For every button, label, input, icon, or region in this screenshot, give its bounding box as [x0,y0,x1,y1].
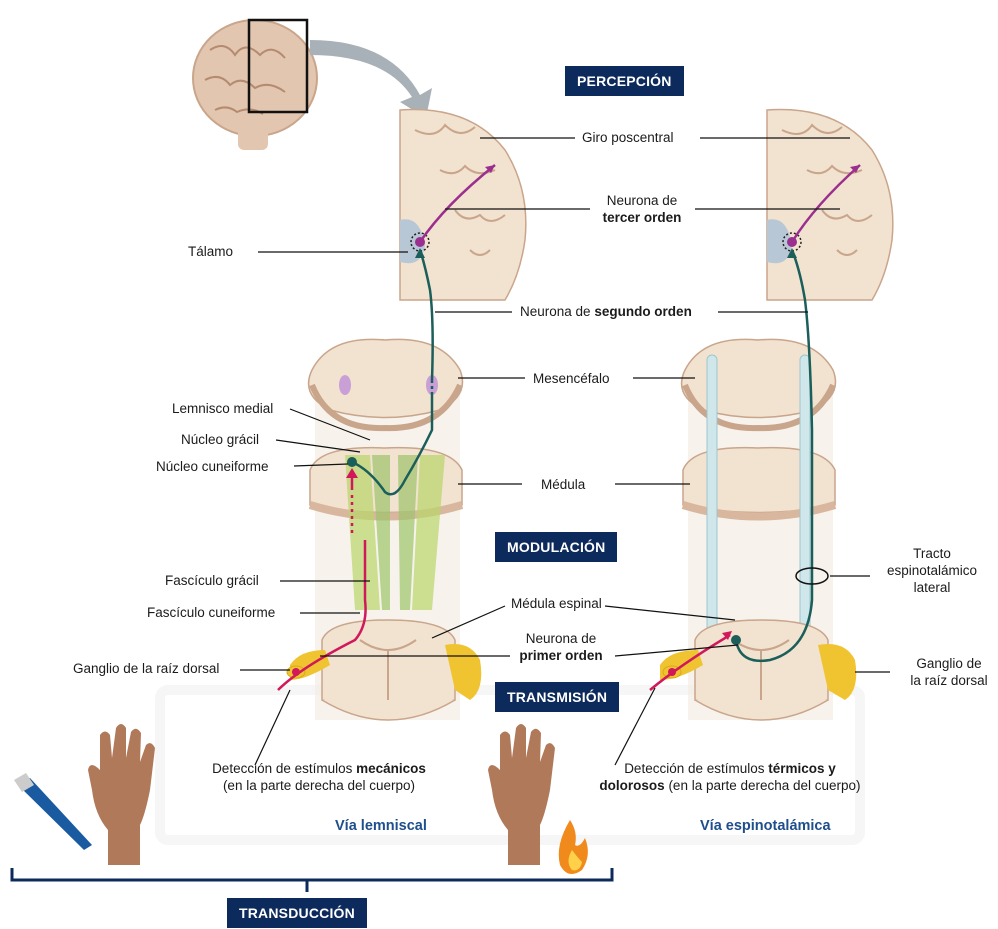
label-spinothalamic-line2: espinotalámico [872,562,992,579]
left-neuraxis [278,248,481,720]
label-third-order-line2: tercer orden [603,210,682,225]
label-drg-left: Ganglio de la raíz dorsal [73,660,219,677]
label-drg-right: Ganglio de la raíz dorsal [900,655,998,689]
pathway-spinothalamic: Vía espinotalámica [700,818,831,834]
brain-illustration [193,20,317,150]
stage-transmission: TRANSMISIÓN [495,682,619,712]
label-third-order-line1: Neurona de [592,192,692,209]
label-mech-line2: (en la parte derecha del cuerpo) [188,777,450,794]
label-thalamus: Tálamo [188,243,233,260]
stage-modulation: MODULACIÓN [495,532,617,562]
label-spinothalamic-line1: Tracto [872,545,992,562]
stage-perception: PERCEPCIÓN [565,66,684,96]
forceps-icon [14,773,92,850]
stage-transduction: TRANSDUCCIÓN [227,898,367,928]
label-first-order-neuron: Neurona de primer orden [511,630,611,664]
transduction-bracket [12,868,612,892]
label-second-order-neuron: Neurona de segundo orden [520,303,692,320]
label-first-order-line2: primer orden [519,648,602,663]
label-cuneate-nucleus: Núcleo cuneiforme [156,458,269,475]
left-hand-icon [88,724,155,865]
label-therm-prefix: Detección de estímulos [624,761,768,776]
label-mechanical-detection: Detección de estímulos mecánicos (en la … [188,760,450,794]
zoom-arrow [310,40,432,118]
label-thermal-detection: Detección de estímulos térmicos y doloro… [578,760,882,794]
label-spinal-cord: Médula espinal [511,595,602,612]
label-therm-bold1: térmicos y [768,761,836,776]
label-gracile-nucleus: Núcleo grácil [181,431,259,448]
label-second-order-bold: segundo orden [594,304,692,319]
flame-icon [559,820,588,874]
pathway-lemniscal: Vía lemniscal [335,818,427,834]
label-lateral-spinothalamic-tract: Tracto espinotalámico lateral [872,545,992,596]
label-midbrain: Mesencéfalo [533,370,610,387]
label-medulla: Médula [541,476,585,493]
label-spinothalamic-line3: lateral [872,579,992,596]
label-gracile-fasciculus: Fascículo grácil [165,572,259,589]
label-mech-prefix: Detección de estímulos [212,761,356,776]
label-second-order-prefix: Neurona de [520,304,594,319]
label-therm-bold2: dolorosos [599,778,664,793]
label-first-order-line1: Neurona de [511,630,611,647]
label-therm-suffix: (en la parte derecha del cuerpo) [665,778,861,793]
label-postcentral-gyrus: Giro poscentral [582,129,674,146]
label-mech-bold: mecánicos [356,761,426,776]
label-drg-right-line1: Ganglio de [900,655,998,672]
label-third-order-neuron: Neurona de tercer orden [592,192,692,226]
label-medial-lemniscus: Lemnisco medial [172,400,273,417]
label-cuneate-fasciculus: Fascículo cuneiforme [147,604,275,621]
label-drg-right-line2: la raíz dorsal [900,672,998,689]
